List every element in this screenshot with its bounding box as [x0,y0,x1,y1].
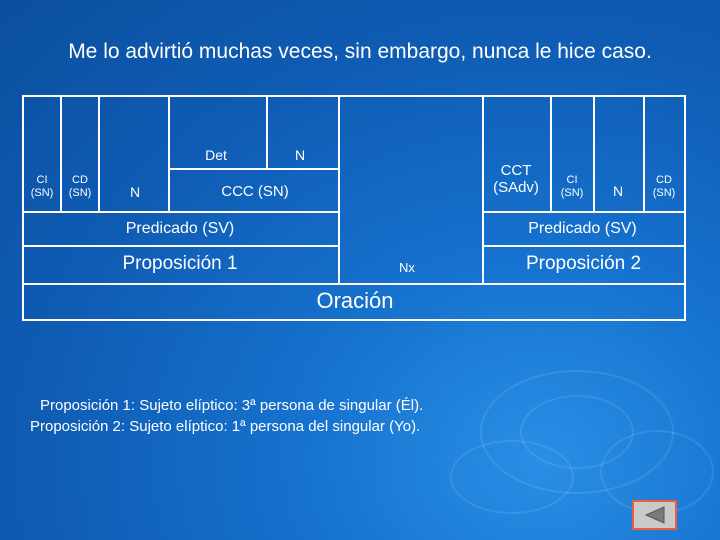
notes: Proposición 1: Sujeto elíptico: 3ª perso… [30,395,423,437]
back-arrow-icon [644,506,664,524]
label-proposicion-1: Proposición 1 [122,253,238,274]
label-ci-left: CI (SN) [30,174,54,199]
label-ccc: CCC (SN) [221,183,289,200]
divider [168,95,170,213]
divider [22,245,340,247]
divider [22,283,686,285]
label-proposicion-2: Proposición 2 [525,253,642,274]
divider [482,211,686,213]
label-n-right: N [612,183,624,199]
diagram-frame [22,95,686,321]
ripple-decoration [450,440,574,514]
label-n-inner: N [294,147,306,163]
divider [60,95,62,213]
divider [482,95,484,285]
sentence-title: Me lo advirtió muchas veces, sin embargo… [68,40,652,63]
label-det: Det [205,147,227,163]
label-nexo: Nx [399,260,415,275]
divider [482,245,686,247]
divider [266,95,268,169]
label-cd-left: CD (SN) [68,174,92,199]
label-cct: CCT (SAdv) [493,162,539,197]
label-predicado-1: Predicado (SV) [125,220,235,237]
divider [98,95,100,213]
divider [338,95,340,285]
back-button[interactable] [632,500,677,530]
divider [593,95,595,213]
divider [643,95,645,213]
label-oracion: Oración [316,288,394,313]
label-predicado-2: Predicado (SV) [528,220,637,237]
note-proposicion-1: Proposición 1: Sujeto elíptico: 3ª perso… [40,397,424,414]
label-cd-right: CD (SN) [652,174,676,199]
label-ci-right: CI (SN) [560,174,584,199]
note-proposicion-2: Proposición 2: Sujeto elíptico: 1ª perso… [30,418,421,435]
divider [168,168,340,170]
divider [550,95,552,213]
ripple-decoration [520,395,634,469]
label-n-left: N [129,184,141,200]
divider [22,211,340,213]
